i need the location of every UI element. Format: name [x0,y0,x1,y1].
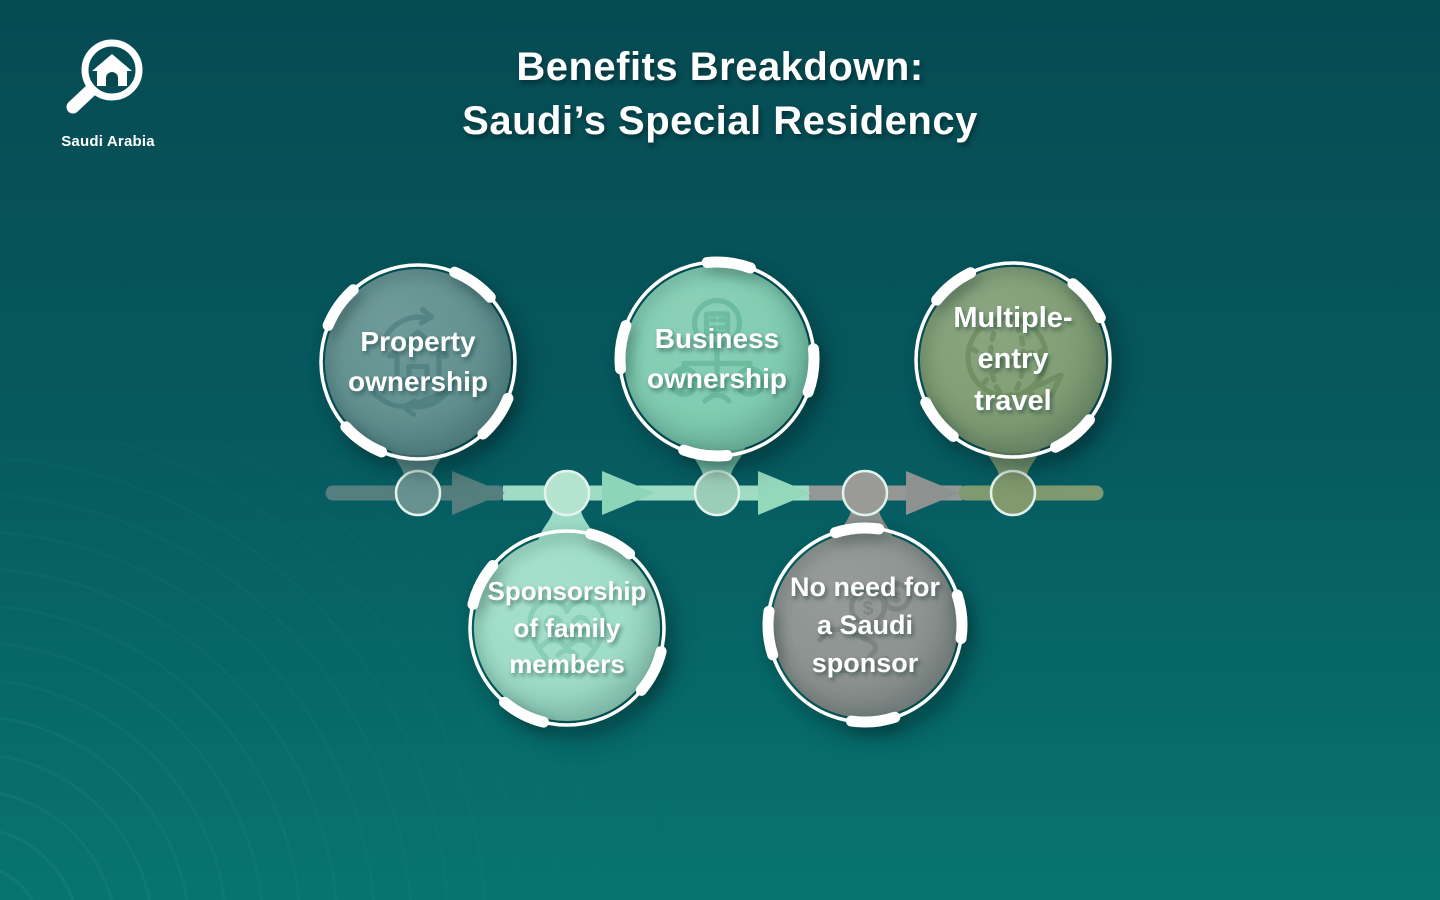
benefit-label-no-saudi-sponsor: No need for a Saudi sponsor [789,571,940,679]
timeline-node-1 [394,469,442,517]
house-magnifier-icon [66,39,143,114]
circle-fill [325,269,511,455]
benefit-label-multiple-entry-travel: Multiple- entry travel [953,302,1073,417]
money-hand-icon: $ $ [817,581,912,673]
title-line-1: Benefits Breakdown: [516,45,924,89]
timeline-arrow-1-icon [452,471,505,515]
timeline-node-5 [989,469,1037,517]
svg-text:$: $ [892,590,901,607]
benefit-label-business-ownership: Business ownership [646,323,787,394]
logo: Saudi Arabia [50,30,166,150]
circle-ring [315,259,521,465]
timeline-node-2 [543,469,591,517]
benefit-circle-property-ownership: Property ownership [303,247,533,477]
svg-text:$: $ [745,374,754,392]
circle-ring [464,525,670,731]
house-hand-icon [373,306,456,418]
logo-label: Saudi Arabia [61,133,155,150]
svg-text:$: $ [863,598,874,620]
benefit-circle-multiple-entry-travel: Multiple- entry travel [898,245,1128,475]
benefit-circle-no-saudi-sponsor: $ $ No need for a Saudi sponsor [750,510,980,740]
timeline-arrow-2-icon [602,471,655,515]
timeline-node-4 [841,469,889,517]
benefit-label-property-ownership: Property ownership [347,326,488,397]
timeline-node-3 [693,469,741,517]
family-heart-icon [527,597,607,679]
timeline-arrow-3-icon [758,471,811,515]
benefit-circle-sponsorship-of-family: Sponsorship of family members [452,513,682,743]
circle-ring [762,522,968,728]
circle-fill [474,535,660,721]
page-title: Benefits Breakdown: Saudi’s Special Resi… [0,40,1440,148]
circle-ring [910,257,1116,463]
business-structure-icon: $ [668,297,766,404]
globe-plane-icon [965,315,1064,414]
benefit-circle-business-ownership: $ Business ownership [602,244,832,474]
timeline-arrow-4-icon [906,471,959,515]
circle-ring [614,256,820,462]
title-line-2: Saudi’s Special Residency [462,99,978,143]
benefit-label-sponsorship-of-family: Sponsorship of family members [487,575,647,680]
